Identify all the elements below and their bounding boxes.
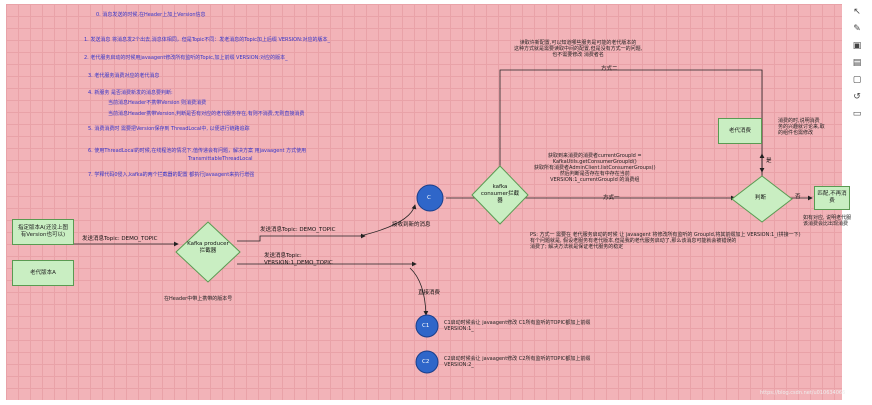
note-4: 4. 新服务 是否消费新发的消息要判断: [88,90,173,96]
template-icon[interactable]: ▤ [852,58,862,68]
c2-note: C2启动时候会让 javaagent修改 C2所有监听的TOPIC都加上前缀 V… [444,356,591,368]
edge-way1-label: 方式一 [603,195,620,201]
c2-label: C2 [422,359,430,365]
mid-note: 获取到来消费的消费者currentGroupId = KafkaUtils.ge… [534,153,656,183]
edge-way2-label: 方式二 [601,66,618,72]
node-new-version: 指定版本A(还没上图 有Version也可以) [12,219,74,245]
edge-no-label: 否 [795,194,801,200]
note-3: 3. 老代服务消费对应的老代消息 [88,73,160,79]
watermark: https://blog.csdn.net/u010634066 [760,390,846,396]
producer-label: Kafka producer 拦截器 [187,241,229,254]
note-6b: TransmittableThreadLocal [188,156,253,162]
edge-way2 [499,69,765,182]
c-label: C [427,195,431,201]
edge-direct-label: 直接消费 [418,290,441,296]
node-normal-consume: 匹配,不再消费 [814,186,850,210]
note-6: 6. 使用ThreadLocal的时候,在线程池的情况下,值传递会有问题，解决方… [88,148,307,154]
edge-new-topic [237,233,366,242]
node-c [416,184,444,212]
note-4b: 当前消息Header携带Version,判断是否有对应的老代服务存在,有则不消费… [108,111,305,117]
cursor-icon[interactable]: ↖ [853,7,861,17]
node-c1 [415,314,439,338]
node-c2 [415,350,439,374]
edge-new-label: 发送消息Topic: DEMO_TOPIC [260,227,336,233]
producer-diamond [175,221,241,283]
edge-direct-consume [409,267,429,316]
right-toolbar: ↖ ✎ ▣ ▤ ▢ ↺ ▭ [849,6,865,125]
page-icon[interactable]: ▢ [852,75,862,85]
edge-send-label: 发送消息Topic: DEMO_TOPIC [82,236,158,242]
history-icon[interactable]: ↺ [853,92,861,102]
pen-icon[interactable]: ✎ [853,24,861,34]
edge-old-label: 发送消息Topic: VERSION:1_DEMO_TOPIC [264,253,333,266]
consumer-label: kafka consumer拦截 器 [480,184,520,204]
node-old-consume: 老代消费 [718,118,762,144]
note-1: 1. 发送消息 将消息发2个出去,消息体相同，但是Topic不同：发老消息的To… [84,37,331,43]
judge-label: 判断 [755,195,767,201]
edge-yes-label: 是 [766,158,772,164]
judge-diamond [731,175,793,223]
note-4a: 当前消息Header不携带Version 则消费消费 [108,100,207,106]
c1-note: C1启动时候会让 javaagent修改 C1所有监听的TOPIC都加上前缀 V… [444,320,591,332]
ps-note: PS: 方式一 需要在 老代服务启动的时候 让 javaagent 将修改所有监… [530,232,801,250]
top-note: 读取许新配置,可以知道哪些服务是可能的老代版本的 这种方式就是需要读取中间的配置… [514,40,643,58]
edge-recv [359,204,417,237]
right-note: 消费的时,说明消费 务的兴趣就讨论来,取 的组件也需修改 [778,118,825,136]
note-7: 7. 学释代码0侵入,kafka的两个拦截器的配置 都执行Javaagent来执… [88,172,255,178]
node-old-version: 老代版本A [12,260,74,286]
edge-recv-label: 接收到新的消息 [392,222,431,228]
right-note-2: 如有对应, 说明老代服 该消费会比出现消费 [803,215,852,227]
image-icon[interactable]: ▣ [852,41,862,51]
consumer-diamond [471,165,529,225]
c1-label: C1 [422,323,430,329]
comment-icon[interactable]: ▭ [852,109,862,119]
note-5: 5. 消费消费时 需要把Version保存到 ThreadLocal中, 以便进… [88,126,250,132]
note-0: 0. 消息发送的时候,在Header上加上Version信息 [96,12,206,18]
header-note: 在Header中带上携带的版本号 [164,296,233,302]
note-2: 2. 老代服务启动的时候用javaagent修改所有监听的Topic,加上前缀 … [84,55,288,61]
